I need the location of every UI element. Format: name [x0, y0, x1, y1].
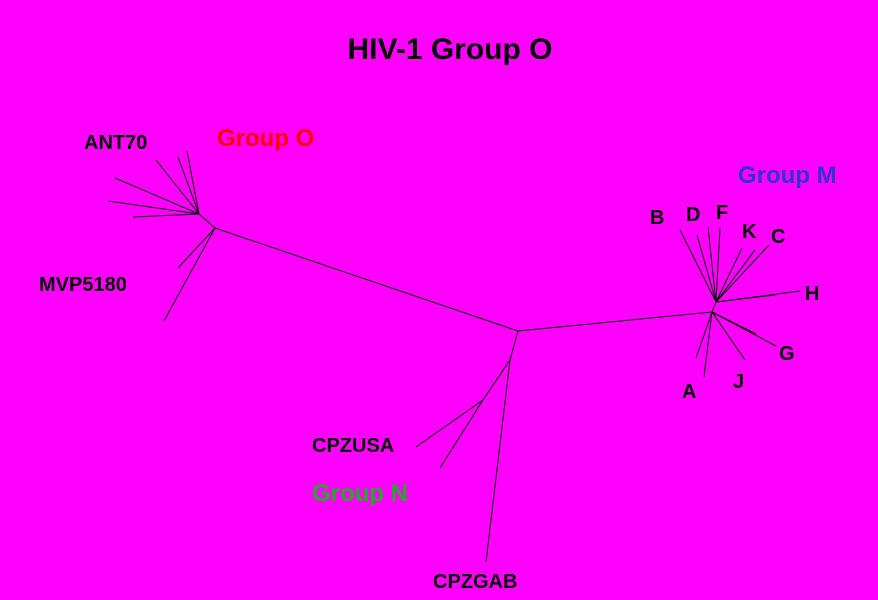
branch-o-to-center [214, 227, 519, 332]
branch-c [715, 244, 770, 303]
branch-h2 [715, 294, 776, 303]
branch-o-sub2 [114, 177, 200, 215]
branch-k [715, 247, 743, 303]
branch-mvp5180 [177, 227, 216, 269]
taxon-label-j: J [733, 371, 744, 393]
taxon-label-ant70: ANT70 [84, 132, 147, 154]
branch-o-internal [198, 213, 216, 229]
branch-j [711, 311, 746, 361]
branch-o-sub1 [155, 159, 200, 215]
branch-a [703, 311, 713, 378]
taxon-label-f: F [716, 202, 728, 224]
group-n-label: Group N [312, 480, 408, 507]
branch-center-to-m [517, 311, 713, 332]
taxon-label-mvp5180: MVP5180 [39, 274, 127, 296]
branch-a2 [695, 311, 713, 359]
taxon-label-d: D [686, 204, 700, 226]
taxon-label-a: A [682, 381, 696, 403]
branch-group-n [439, 399, 484, 469]
branch-o-sub3 [107, 200, 200, 215]
taxon-label-g: G [779, 343, 795, 365]
branch-m-stem [711, 301, 717, 313]
branch-c2 [715, 249, 756, 303]
branch-b [679, 229, 717, 303]
branch-cpzgab [485, 359, 511, 563]
branch-cpzusa [415, 399, 484, 448]
branch-d [707, 226, 717, 303]
branch-ant70 [186, 150, 200, 215]
branch-b2 [696, 234, 717, 303]
group-o-label: Group O [217, 125, 314, 152]
taxon-label-k: K [742, 221, 757, 243]
branch-center-to-n [509, 330, 519, 361]
branch-f [715, 227, 721, 303]
taxon-label-cpzgab: CPZGAB [433, 571, 517, 593]
group-m-label: Group M [738, 162, 837, 189]
branch-o-sub4 [132, 213, 200, 218]
taxon-label-c: C [771, 226, 785, 248]
branch-o-sub5 [163, 227, 216, 322]
branch-n-internal [482, 359, 511, 401]
taxon-label-h: H [805, 283, 819, 305]
figure-title: HIV-1 Group O [347, 33, 552, 66]
branch-g2 [711, 311, 757, 335]
tree-branches [107, 150, 801, 563]
branch-ant70-cluster [177, 156, 200, 215]
taxon-label-cpzusa: CPZUSA [312, 435, 394, 457]
taxon-label-b: B [650, 207, 664, 229]
